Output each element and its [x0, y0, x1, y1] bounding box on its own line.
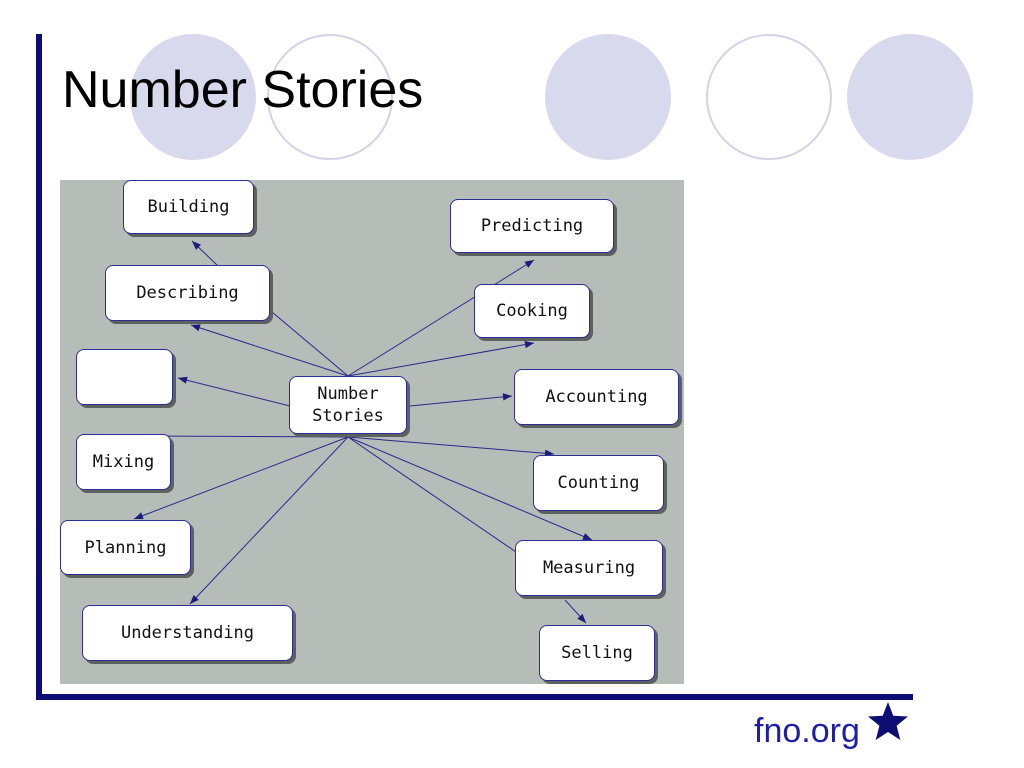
edge-to-planning [133, 436, 349, 520]
slide-title: Number Stories [62, 61, 424, 119]
edge-to-building [191, 240, 219, 267]
circle-filled-3 [847, 34, 973, 160]
star-icon [868, 702, 908, 740]
edge-to-predicting [347, 259, 535, 377]
node-selling[interactable]: Selling [539, 625, 655, 681]
node-planning[interactable]: Planning [60, 520, 191, 575]
node-counting[interactable]: Counting [533, 455, 664, 511]
node-understanding[interactable]: Understanding [82, 605, 293, 661]
node-measuring[interactable]: Measuring [515, 540, 663, 596]
edge-to-selling [564, 599, 587, 624]
decorative-circles [130, 34, 973, 160]
edge-to-measuring [347, 436, 593, 541]
circle-filled-2 [545, 34, 671, 160]
edge-to-describing [190, 324, 349, 377]
circle-filled-1 [130, 34, 256, 160]
node-building[interactable]: Building [123, 180, 254, 234]
edge-to-blank [177, 376, 291, 407]
concept-map: Building Describing Predicting Cooking N… [60, 180, 684, 684]
edge-measuring-link [347, 436, 517, 553]
edge-describing-link [271, 311, 349, 377]
frame-vertical-line [36, 34, 42, 700]
node-describing[interactable]: Describing [105, 265, 270, 321]
node-predicting[interactable]: Predicting [450, 199, 614, 253]
edge-to-cooking [347, 341, 535, 377]
edge-to-mixing [141, 435, 349, 438]
concept-map-edges [133, 240, 593, 624]
circle-outline-2 [706, 34, 832, 160]
node-accounting[interactable]: Accounting [514, 369, 679, 425]
edge-to-understanding [189, 436, 349, 605]
edge-to-accounting [409, 393, 513, 407]
frame-horizontal-line [36, 694, 913, 700]
node-blank[interactable] [76, 349, 173, 405]
node-cooking[interactable]: Cooking [474, 284, 590, 338]
node-mixing[interactable]: Mixing [76, 434, 171, 490]
footer-link[interactable]: fno.org [754, 712, 860, 750]
node-number-stories[interactable]: Number Stories [289, 376, 407, 434]
circle-outline-1 [267, 34, 393, 160]
edge-to-counting [347, 436, 555, 457]
